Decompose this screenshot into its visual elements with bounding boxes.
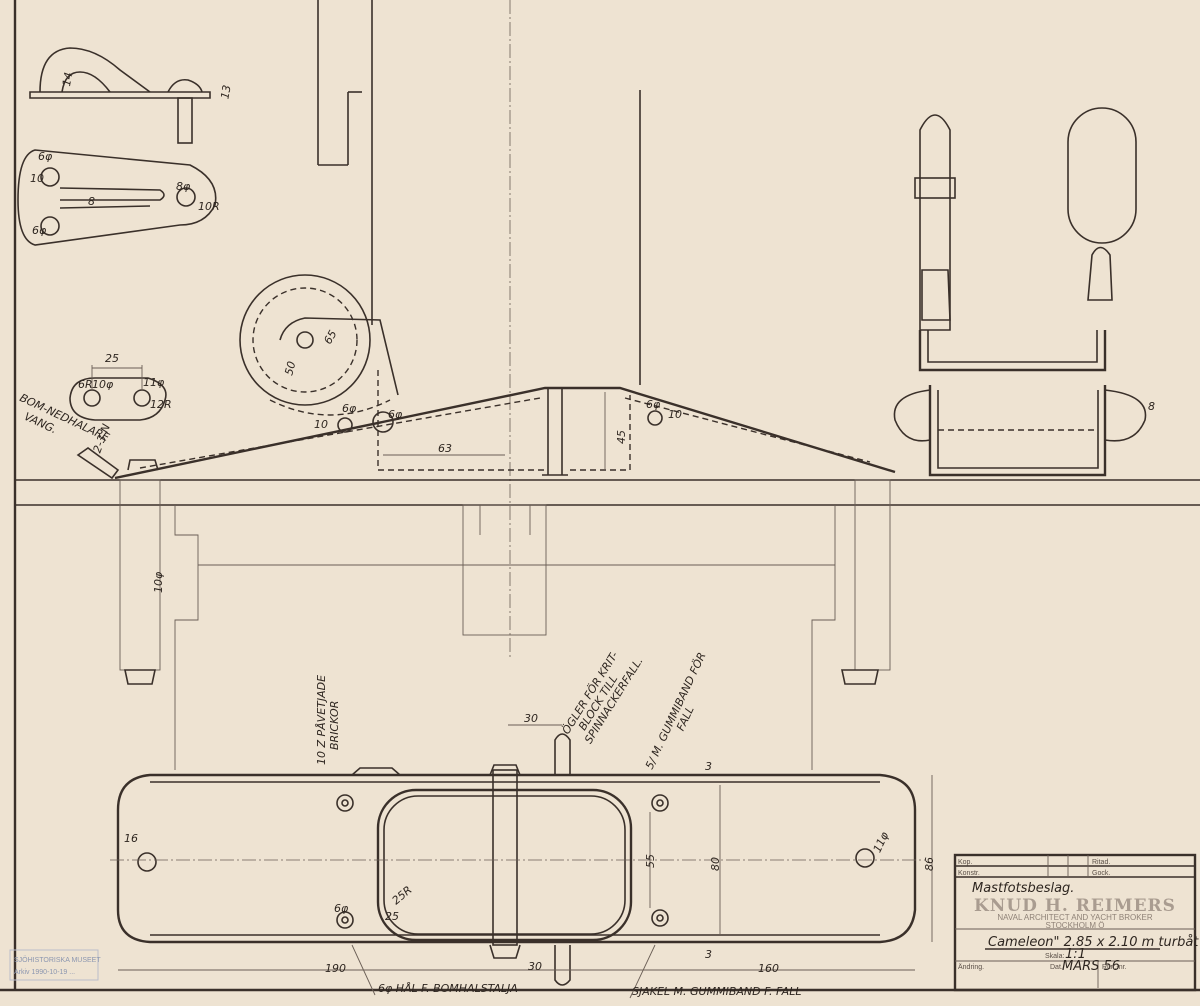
dimension-label: 65 — [321, 328, 339, 347]
dimension-label: 25 — [385, 910, 399, 923]
base-plate-plan-view: 30 3 3 55 80 86 16 11φ 6φ 25R 25 190 30 … — [110, 712, 936, 986]
archive-stamp: SJÖHISTORISKA MUSEET Arkiv 1990-10-19 ..… — [9, 949, 101, 981]
annotation-rubber-band: 5/ M. GUMMIBAND FÖR — [643, 650, 709, 771]
kop-label: Kop. — [958, 859, 972, 866]
dimension-label: 6φ — [334, 902, 349, 915]
firm-city: STOCKHOLM Ö — [1046, 921, 1105, 930]
dimension-label: 80 — [709, 857, 722, 871]
dimension-label: 8 — [88, 195, 95, 208]
dimension-label: 10 — [314, 418, 328, 431]
cleat-side-view: 14 13 — [29, 47, 234, 144]
dimension-label: 6φ — [646, 398, 661, 411]
block-and-u-bracket-views: 8 — [893, 107, 1155, 477]
dimension-label: 63 — [438, 442, 452, 455]
change-label: Ändring. — [958, 963, 984, 971]
dimension-label: 10φ — [92, 378, 114, 391]
dimension-label: 3 — [705, 948, 712, 961]
annotation-hole: 6φ HÅL F. BOMHALSTALJA — [378, 982, 518, 995]
annotation-washers: BRICKOR — [328, 701, 341, 750]
dimension-label: 160 — [758, 962, 779, 975]
dimension-label: 25R — [390, 883, 415, 907]
dimension-label: 10 — [30, 172, 44, 185]
annotation-shackle: SJAKEL M. GUMMIBAND F. FALL — [632, 985, 801, 998]
dimension-label: 11φ — [143, 376, 165, 389]
stamp-text: Arkiv 1990-10-19 ... — [14, 969, 75, 976]
scale-value: 1:1 — [1065, 947, 1086, 962]
ritad-label: Ritad. — [1092, 859, 1110, 866]
konstr-label: Konstr. — [958, 870, 980, 877]
dimension-label: 45 — [615, 430, 628, 444]
dimension-label: 55 — [644, 854, 657, 868]
date-label: Dat. — [1050, 964, 1063, 971]
dimension-label: 10φ — [152, 571, 165, 593]
date-value: MARS 56 — [1062, 959, 1120, 974]
dimension-label: 50 — [282, 360, 298, 377]
mast-outline — [317, 0, 641, 660]
dimension-label: 6φ — [38, 150, 53, 163]
dimension-label: 10 — [668, 408, 682, 421]
dimension-label: 12R — [150, 398, 172, 411]
dimension-label: 10R — [198, 200, 220, 213]
dimension-label: 86 — [923, 857, 936, 871]
deck-section: 10φ 2-3 N — [15, 422, 1200, 770]
dimension-label: 6φ — [342, 402, 357, 415]
dimension-label: 30 — [528, 960, 542, 973]
mast-foot-side-view: 65 50 10 6φ 6φ 63 45 6φ 10 — [76, 274, 896, 480]
plate-plan-view: 6φ 10 6φ 8 8φ 10R — [17, 149, 220, 246]
drawing-number-label: Ritn.-nr. — [1102, 964, 1127, 971]
project-title: Cameleon" 2.85 x 2.10 m turbåt — [988, 935, 1199, 950]
dimension-label: 8φ — [176, 180, 191, 193]
dimension-label: 190 — [325, 962, 346, 975]
firm-subtitle: NAVAL ARCHITECT AND YACHT BROKER — [997, 913, 1153, 922]
scale-label: Skala: — [1045, 953, 1065, 960]
dimension-label: 6φ — [388, 408, 403, 421]
stamp-text: SJÖHISTORISKA MUSEET — [14, 956, 101, 964]
link-plate-view: 25 10φ 6R 11φ 12R — [69, 352, 172, 421]
gock-label: Gock. — [1092, 870, 1110, 877]
dimension-label: 3 — [705, 760, 712, 773]
dimension-label: 6φ — [32, 224, 47, 237]
dimension-label: 13 — [218, 84, 233, 100]
dimension-label: 25 — [105, 352, 119, 365]
firm-logo: KNUD H. REIMERS — [974, 896, 1176, 916]
dimension-label: 6R — [78, 378, 93, 391]
annotation-washers: 10 Z PÅVETJADE — [315, 675, 328, 765]
dimension-label: 14 — [60, 71, 75, 87]
dimension-label: 8 — [1148, 400, 1155, 413]
title-block: Kop. Ritad. Konstr. Gock. Mastfotsbeslag… — [953, 853, 1199, 992]
part-name: Mastfotsbeslag. — [972, 881, 1074, 896]
dimension-label: 16 — [124, 832, 138, 845]
dimension-label: 30 — [524, 712, 538, 725]
dimension-label: 11φ — [871, 829, 892, 854]
annotations: BOM-NEDHALARE VANG. 10 Z PÅVETJADE BRICK… — [18, 391, 801, 999]
